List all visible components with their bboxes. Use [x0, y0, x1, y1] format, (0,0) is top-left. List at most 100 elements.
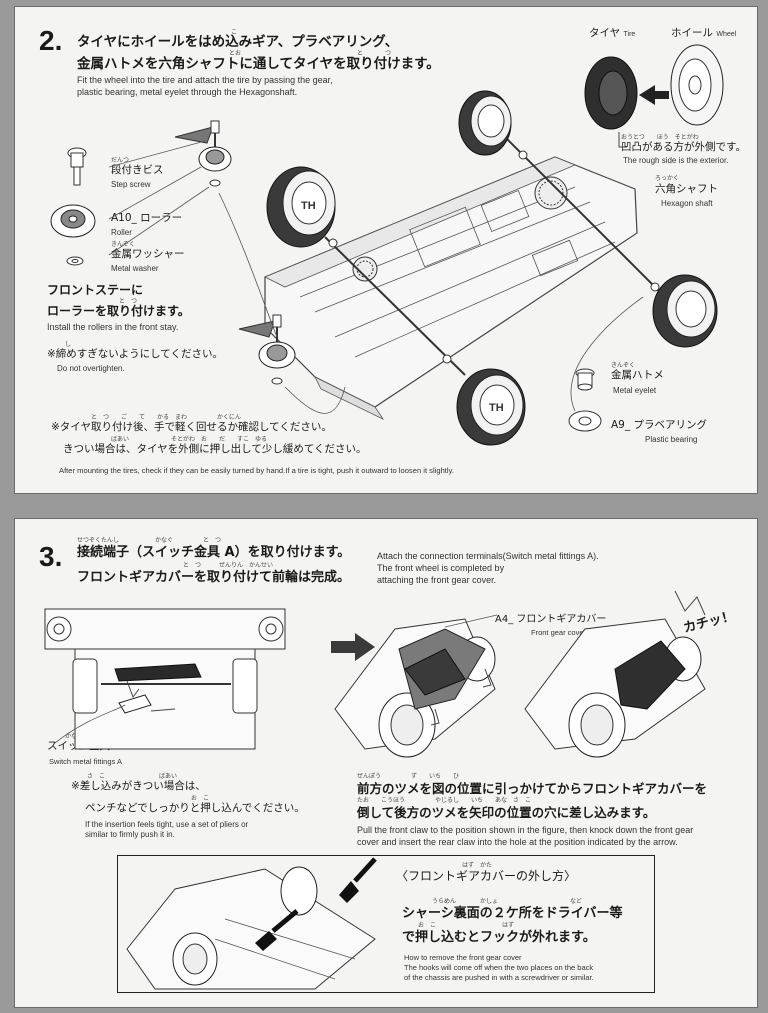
switch-label-en: Switch metal fittings A	[49, 757, 122, 766]
front-stay-line1: フロントステーに	[47, 283, 144, 297]
ruby: はず かた	[462, 862, 493, 869]
claw-note-line2: 倒して後方のツメを矢印の位置の穴に差し込みます。	[357, 805, 656, 820]
gear-cover-label-en: Front gear cover	[531, 628, 587, 637]
rough-side-note: 凹凸がある方が外側です。	[621, 141, 746, 153]
tire-label: タイヤ Tire	[589, 27, 635, 40]
chassis-top-view	[44, 608, 286, 750]
chassis-3d-view-complete	[524, 590, 706, 758]
washer-label: 金属ワッシャー	[111, 248, 185, 260]
svg-text:TH: TH	[489, 402, 504, 414]
arrow-icon	[339, 881, 359, 903]
tire-rear-right	[652, 274, 718, 348]
ruby: おうとつ ほう そとがわ	[621, 134, 699, 141]
ruby: こ	[231, 29, 238, 36]
tire-wheel-exploded	[584, 44, 724, 148]
ruby: うらめん かしょ など	[432, 898, 583, 905]
step-title-line2: フロントギアカバーを取り付けて前輪は完成。	[77, 570, 351, 585]
ruby: さ こ ばあい	[87, 773, 178, 780]
hex-shaft-label: 六角シャフト	[655, 183, 718, 195]
insert-note-line1: ※差し込みがきつい場合は、	[71, 780, 206, 792]
step-english-line3: attaching the front gear cover.	[377, 575, 497, 585]
hex-shaft-label-en: Hexagon shaft	[661, 199, 713, 208]
front-stay-line2: ローラーを取り付けます。	[47, 304, 190, 318]
removal-en3: of the chassis are pushed in with a scre…	[404, 973, 594, 982]
step-title-line2: 金属ハトメを六角シャフトに通してタイヤを取り付けます。	[77, 56, 440, 72]
removal-instructions-box: はず かた 〈フロントギアカバーの外し方〉 うらめん かしょ など シャーシ裏面…	[117, 855, 655, 993]
wheel-label-jp: ホイール	[671, 27, 713, 39]
roller-assembly-bottom	[238, 314, 296, 385]
ruby: と つ ぜんりん かんせい	[183, 562, 274, 569]
ruby: と つ	[119, 298, 138, 305]
arrow-icon	[639, 85, 669, 105]
step-2-panel: 2. こ タイヤにホイールをはめ込みギア、プラベアリング、 とお と つ 金属ハ…	[14, 6, 758, 494]
claw-note-line1: 前方のツメを図の位置に引っかけてからフロントギアカバーを	[357, 781, 708, 796]
roller-label: A10_ ローラー	[111, 212, 183, 224]
step-english-line2: plastic bearing, metal eyelet through th…	[77, 87, 298, 97]
roller-assembly-top	[174, 120, 232, 187]
arrow-icon	[331, 633, 375, 661]
overtight-note-en: Do not overtighten.	[57, 364, 125, 373]
removal-en1: How to remove the front gear cover	[404, 953, 522, 962]
ruby: し	[65, 341, 72, 348]
step-english-line2: The front wheel is completed by	[377, 563, 505, 573]
roller-label-en: Roller	[111, 228, 132, 237]
step-2-diagram: TH TH	[50, 44, 724, 446]
ruby: だんつ	[111, 157, 130, 164]
eyelet-label: 金属ハトメ	[611, 369, 664, 381]
arrow-icon	[238, 320, 276, 338]
claw-note-en2: cover and insert the rear claw into the …	[357, 837, 678, 847]
ruby: と	[357, 50, 364, 57]
removal-line1: シャーシ裏面の２ケ所をドライバー等	[402, 906, 623, 921]
chassis-3d-view-install	[334, 614, 498, 758]
insert-note-line2: ペンチなどでしっかりと押し込んでください。	[85, 802, 305, 814]
tire-label-en: Tire	[623, 31, 636, 38]
step-title-line1: タイヤにホイールをはめ込みギア、プラベアリング、	[77, 34, 399, 50]
removal-title: 〈フロントギアカバーの外し方〉	[396, 869, 577, 883]
eyelet-icon	[575, 368, 595, 391]
removal-en2: The hooks will come off when the two pla…	[404, 963, 594, 972]
step-english-line1: Attach the connection terminals(Switch m…	[377, 551, 599, 561]
chassis-drawing	[264, 136, 666, 420]
arrow-icon	[255, 931, 277, 951]
chassis-underside-view	[126, 857, 377, 990]
tire-note-2: きつい場合は、タイヤを外側に押し出して少し緩めてください。	[63, 443, 367, 455]
bearing-icon	[568, 410, 602, 432]
insert-note-en2: similar to firmly push it in.	[85, 830, 175, 839]
bearing-label: A9_ プラベアリング	[611, 419, 707, 431]
step-screw-icon	[67, 147, 87, 186]
ruby: お こ	[191, 795, 210, 802]
tire-front-left: TH	[266, 166, 336, 248]
ruby: ろっかく	[655, 175, 680, 182]
washer-icon	[66, 256, 84, 266]
insert-note-en1: If the insertion feels tight, use a set …	[85, 820, 249, 829]
step-3-panel: 3. せつぞくたんし かなぐ と つ 接続端子（スイッチ金具 A）を取り付けます…	[14, 518, 758, 1008]
step-english-line1: Fit the wheel into the tire and attach t…	[77, 75, 333, 85]
front-stay-en: Install the rollers in the front stay.	[47, 322, 179, 332]
step-title-line1: 接続端子（スイッチ金具 A）を取り付けます。	[77, 545, 351, 560]
removal-line2: で押し込むとフックが外れます。	[402, 930, 596, 945]
rough-side-note-en: The rough side is the exterior.	[623, 156, 729, 165]
ruby: お こ はず	[418, 922, 515, 929]
step-number: 2.	[39, 25, 63, 56]
roller-icon	[50, 204, 96, 238]
tire-label-jp: タイヤ	[589, 27, 621, 39]
tire-front-right: TH	[456, 368, 526, 446]
svg-text:TH: TH	[301, 200, 316, 212]
bearing-label-en: Plastic bearing	[645, 435, 698, 444]
ruby: ばあい そとがわ お だ すこ ゆる	[111, 436, 268, 443]
ruby: せつぞくたんし かなぐ と つ	[77, 537, 222, 544]
ruby: とお	[229, 50, 242, 57]
arrow-icon	[174, 126, 214, 144]
ruby: きんぞく	[111, 241, 136, 248]
overtight-note: ※締めすぎないようにしてください。	[47, 348, 223, 360]
step-screw-label-en: Step screw	[111, 180, 151, 189]
wheel-label-en: Wheel	[716, 31, 737, 38]
tire-rear-left	[458, 90, 512, 156]
ruby: きんぞく	[611, 362, 636, 369]
eyelet-label-en: Metal eyelet	[613, 386, 657, 395]
ruby: ぜんぽう ず いち ひ	[357, 773, 460, 780]
tire-note-en: After mounting the tires, check if they …	[59, 466, 454, 475]
wheel-label: ホイール Wheel	[671, 27, 736, 40]
ruby: かなぐ	[65, 733, 84, 740]
gear-cover-label: A4_ フロントギアカバー	[495, 614, 607, 625]
